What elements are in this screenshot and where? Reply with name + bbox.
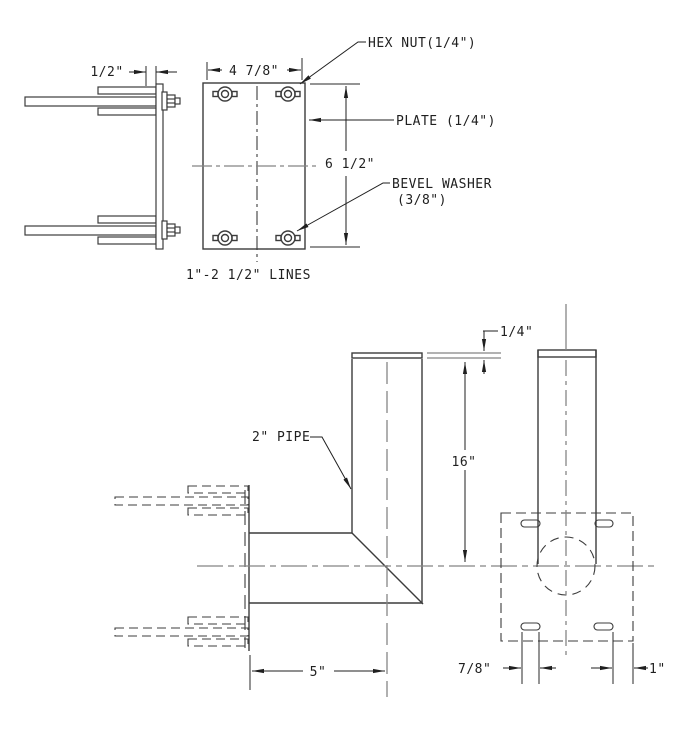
slot-top-left [520, 519, 541, 528]
top-clamp-rod [24, 96, 157, 107]
top-clamp-lower-bar [97, 107, 157, 116]
bolt-bottom-left [212, 230, 238, 246]
hidden-plate-outline [500, 512, 634, 642]
bevel-washer-leader-line [296, 182, 390, 232]
bolt-top-left [212, 86, 238, 102]
dim-plate-height-label: 6 1/2" [325, 157, 375, 172]
dim-edge-offset-label: 1" [649, 662, 666, 677]
side-view-plate [24, 83, 181, 250]
label-bevel-washer: BEVEL WASHER (3/8") [296, 177, 492, 232]
plate-label: PLATE (1/4") [396, 114, 496, 129]
dim-bolt-projection-label: 1/2" [90, 65, 123, 80]
bottom-clamp-rod [24, 225, 157, 236]
bolt-top-right [275, 86, 301, 102]
dim-pipe-height: 16" [452, 362, 477, 562]
bottom-clamp-lower-bar [97, 236, 157, 245]
pipe-label: 2" PIPE [252, 430, 310, 445]
bevel-washer-label-line1: BEVEL WASHER [392, 177, 492, 192]
dim-pipe-standoff-label: 5" [310, 665, 327, 680]
dim-plate-width-label: 4 7/8" [229, 64, 279, 79]
dim-bolt-projection: 1/2" [90, 65, 177, 86]
bolt-bottom-right [275, 230, 301, 246]
hidden-clamp-bottom [114, 616, 249, 647]
dim-cap-thickness-label: 1/4" [500, 325, 533, 340]
hex-nut-leader-line [299, 41, 366, 85]
face-view-plate [192, 82, 318, 262]
pipe-cap [351, 352, 423, 359]
hex-nut-side-bottom [161, 220, 181, 240]
dim-edge-offset: 1" [591, 662, 666, 677]
slot-top-right [594, 519, 614, 528]
label-hex-nut: HEX NUT(1/4") [299, 36, 476, 85]
dim-pipe-standoff: 5" [249, 655, 385, 690]
dim-slot-offset-label: 7/8" [458, 662, 491, 677]
label-plate: PLATE (1/4") [309, 114, 496, 129]
hidden-clamp-top [114, 485, 249, 516]
front-view [500, 304, 634, 684]
bevel-washer-label-line2: (3/8") [397, 193, 447, 208]
slot-bottom-right [593, 622, 614, 631]
hex-nut-side-top [161, 91, 181, 111]
dim-plate-height: 6 1/2" [310, 83, 375, 248]
dim-pipe-height-label: 16" [452, 455, 477, 470]
front-pipe-cap [537, 349, 597, 358]
dim-slot-offset: 7/8" [458, 662, 556, 677]
hex-nut-label: HEX NUT(1/4") [368, 36, 476, 51]
label-pipe: 2" PIPE [252, 430, 352, 490]
bottom-clamp-upper-bar [97, 215, 157, 224]
dim-cap-thickness: 1/4" [481, 325, 533, 374]
slot-bottom-left [520, 622, 541, 631]
top-clamp-upper-bar [97, 86, 157, 95]
elbow-view [114, 352, 658, 697]
lines-note: 1"-2 1/2" LINES [186, 268, 311, 283]
dim-plate-width: 4 7/8" [206, 58, 303, 80]
pipe-leader-line [310, 436, 352, 490]
plate-edge [155, 83, 164, 250]
